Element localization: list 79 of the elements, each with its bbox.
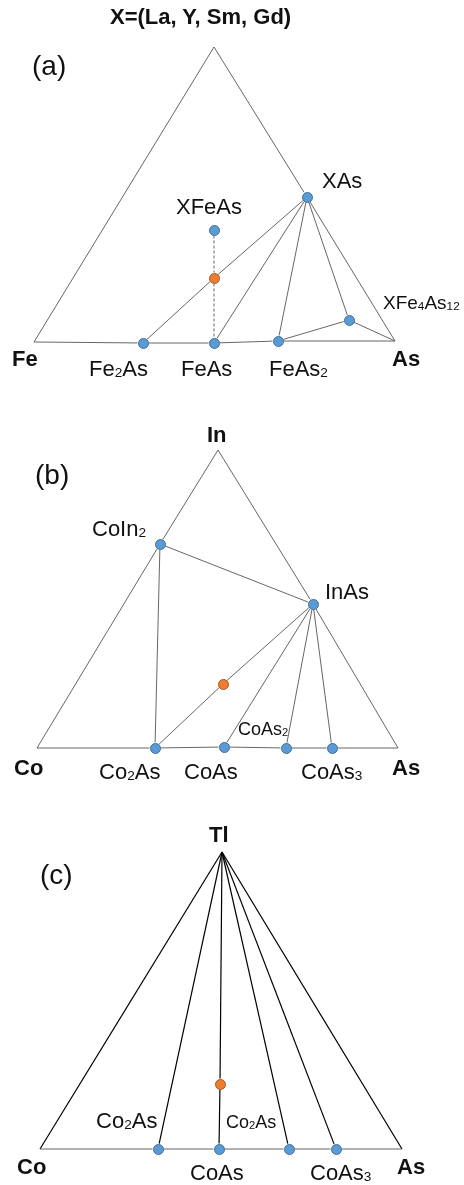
phase-label: XFeAs (176, 196, 243, 218)
tie-line (213, 46, 305, 193)
phase-point (283, 1143, 295, 1155)
tie-line (219, 340, 273, 344)
tie-line (226, 608, 311, 743)
tie-line (353, 321, 396, 342)
phase-point (213, 1143, 225, 1155)
phase-point (208, 224, 220, 236)
phase-point (307, 598, 319, 610)
tie-line (341, 1148, 403, 1150)
tie-line (217, 449, 311, 600)
corner-label: Fe (12, 348, 38, 370)
phase-point (208, 272, 220, 284)
tie-line (160, 746, 219, 749)
tie-line (291, 747, 327, 749)
phase-point (208, 337, 220, 349)
corner-label: As (397, 1156, 426, 1178)
panel-label: (a) (32, 52, 67, 80)
phase-label: CoAs (190, 1162, 244, 1184)
corner-label: Co (14, 757, 44, 779)
corner-label: As (392, 348, 421, 370)
phase-label: FeAs (181, 358, 233, 380)
phase-point (343, 314, 355, 326)
tie-line (39, 1148, 153, 1150)
tie-line (148, 342, 209, 344)
corner-label: X=(La, Y, Sm, Gd) (110, 6, 292, 28)
phase-point (217, 678, 229, 690)
tie-line (217, 200, 304, 275)
phase-point (330, 1143, 342, 1155)
tie-line (221, 851, 335, 1145)
dashed-tie-line (213, 235, 215, 273)
tie-line (219, 851, 223, 1080)
tie-line (294, 1148, 331, 1150)
panel-label: (b) (35, 461, 70, 489)
tie-line (164, 545, 309, 603)
corner-label: In (207, 424, 227, 446)
tie-line (278, 201, 307, 337)
phase-label: CoAs (184, 761, 238, 783)
phase-point (137, 337, 149, 349)
tie-line (315, 608, 399, 749)
tie-line (309, 201, 396, 342)
tie-line (163, 1148, 214, 1150)
phase-point (301, 191, 313, 203)
dashed-tie-line (213, 283, 215, 338)
tie-line (33, 46, 215, 343)
tie-line (286, 608, 313, 744)
tie-line (283, 340, 396, 342)
phase-point (214, 1078, 226, 1090)
tie-line (216, 201, 305, 339)
tie-line (282, 321, 345, 340)
corner-label: As (392, 757, 421, 779)
phase-label: InAs (325, 581, 370, 603)
tie-line (33, 341, 138, 344)
tie-line (221, 851, 403, 1150)
corner-label: Tl (209, 824, 229, 846)
phase-point (152, 1143, 164, 1155)
phase-point (326, 742, 338, 754)
tie-line (224, 1148, 284, 1150)
phase-point (154, 538, 166, 550)
tie-line (158, 687, 220, 745)
tie-line (308, 201, 348, 316)
phase-point (149, 742, 161, 754)
phase-label: XAs (322, 170, 363, 192)
tie-line (36, 548, 158, 749)
phase-point (280, 742, 292, 754)
tie-line (226, 607, 310, 681)
phase-point (272, 335, 284, 347)
corner-label: Co (17, 1156, 47, 1178)
tie-line (218, 1088, 221, 1145)
tie-line (337, 747, 399, 749)
tie-line (39, 851, 223, 1150)
tie-line (146, 281, 211, 340)
tie-line (36, 747, 150, 749)
phase-point (218, 741, 230, 753)
tie-line (313, 609, 332, 743)
tie-line (229, 746, 281, 749)
tie-line (162, 449, 219, 540)
panel-label: (c) (40, 861, 73, 889)
tie-line (154, 549, 161, 743)
